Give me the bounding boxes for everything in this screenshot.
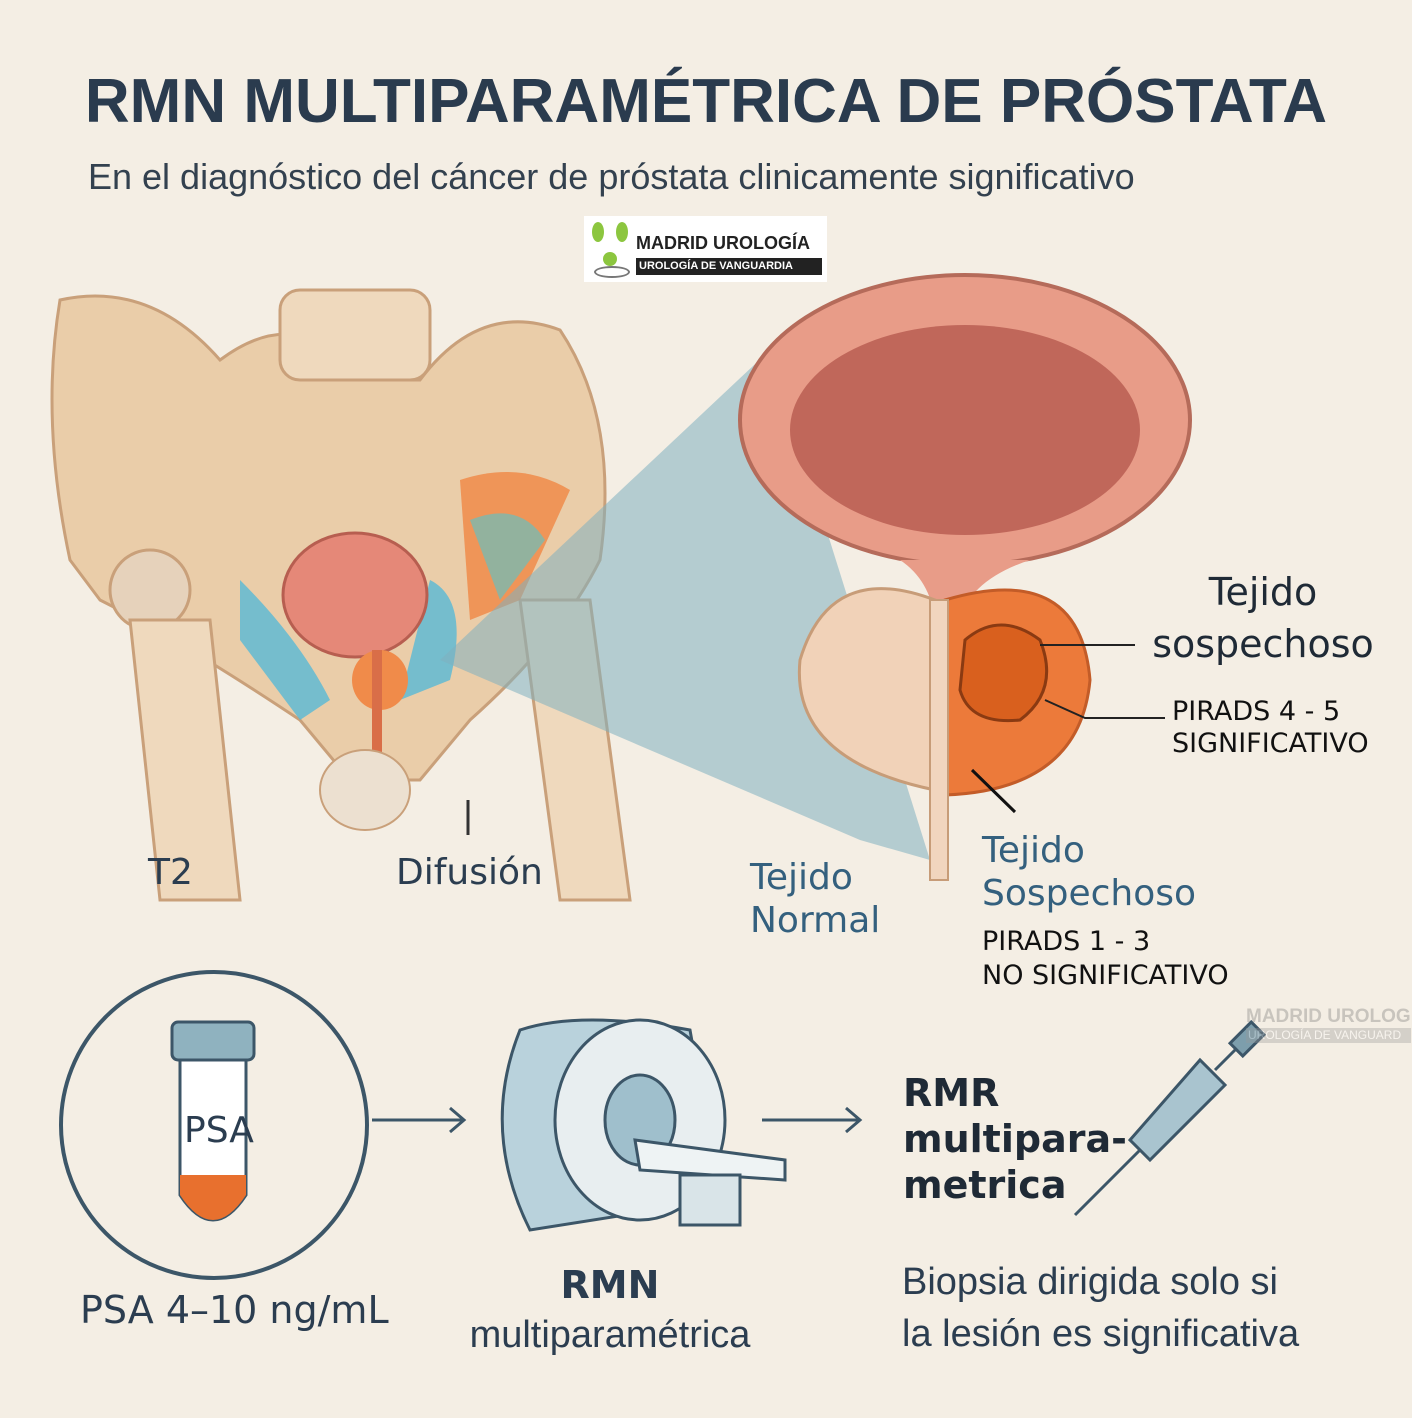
page-title: RMN MULTIPARAMÉTRICA DE PRÓSTATA xyxy=(84,67,1328,136)
watermark-name: MADRID UROLOG xyxy=(1246,1006,1411,1027)
suspicious2-line-1: Tejido xyxy=(982,830,1085,871)
suspicious2-line-2: Sospechoso xyxy=(982,873,1197,914)
kidney-logo-icon xyxy=(590,222,630,278)
biopsy-line-1: Biopsia dirigida solo si xyxy=(902,1261,1278,1303)
normal-line-1: Tejido xyxy=(750,857,853,898)
logo-tagline: UROLOGÍA DE VANGUARDIA xyxy=(636,258,822,275)
mri-scanner-illustration xyxy=(500,1018,787,1232)
logo: MADRID UROLOGÍA UROLOGÍA DE VANGUARDIA xyxy=(584,216,827,282)
prostate-illustration xyxy=(466,273,1192,881)
mri-line-2: multiparamétrica xyxy=(469,1314,751,1356)
label-suspicious-tissue: Tejido sospechoso xyxy=(1152,570,1374,666)
pirads-high-note: SIGNIFICATIVO xyxy=(1172,728,1369,759)
mri-label: RMN multiparamétrica xyxy=(430,1260,790,1360)
syringe-illustration xyxy=(1073,1019,1267,1217)
label-difusion: Difusión xyxy=(396,852,543,893)
label-pirads-high: PIRADS 4 - 5 SIGNIFICATIVO xyxy=(1172,696,1369,760)
page-subtitle: En el diagnóstico del cáncer de próstata… xyxy=(88,156,1135,197)
normal-line-2: Normal xyxy=(750,900,881,941)
psa-tube-label: PSA xyxy=(184,1110,254,1151)
biopsy-label: Biopsia dirigida solo si la lesión es si… xyxy=(902,1256,1299,1360)
watermark: MADRID UROLOG UROLOGÍA DE VANGUARD xyxy=(1246,1006,1411,1043)
arrow-icon xyxy=(372,1106,863,1134)
pirads-low-note: NO SIGNIFICATIVO xyxy=(982,960,1229,991)
label-t2: T2 xyxy=(148,852,193,893)
rmr-line-3: metrica xyxy=(903,1163,1067,1207)
pirads-low: PIRADS 1 - 3 xyxy=(982,926,1151,957)
biopsy-line-2: la lesión es significativa xyxy=(902,1313,1300,1355)
label-pirads-low: PIRADS 1 - 3 NO SIGNIFICATIVO xyxy=(982,925,1229,993)
label-suspicious-tissue-2: Tejido Sospechoso xyxy=(982,829,1196,915)
rmr-label: RMR multipara- metrica xyxy=(903,1070,1127,1208)
psa-tube-illustration xyxy=(59,970,369,1280)
pirads-high: PIRADS 4 - 5 xyxy=(1172,696,1341,727)
logo-name: MADRID UROLOGÍA xyxy=(636,233,810,253)
psa-range-label: PSA 4–10 ng/mL xyxy=(80,1288,389,1332)
mri-line-1: RMN xyxy=(560,1263,660,1307)
watermark-tagline: UROLOGÍA DE VANGUARD xyxy=(1246,1028,1411,1043)
label-normal-tissue: Tejido Normal xyxy=(750,856,880,942)
rmr-line-2: multipara- xyxy=(903,1117,1127,1161)
rmr-line-1: RMR xyxy=(903,1071,1000,1115)
